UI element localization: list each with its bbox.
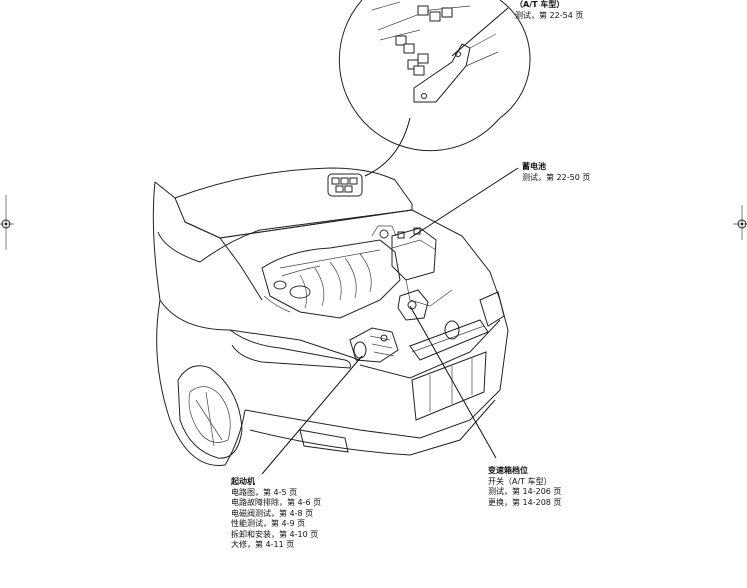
range-switch-label: 变速箱档位 开关（A/T 车型） 测试，第 14-206 页 更换，第 14-2…: [488, 466, 562, 507]
car-outline: [152, 167, 509, 466]
starter-motor: [349, 327, 399, 363]
battery-label: 蓄电池 测试，第 22-50 页: [522, 162, 591, 182]
fuse-box-magnifier: [338, 0, 531, 152]
relay-block: [395, 5, 453, 76]
fuse-box-small: [327, 173, 363, 197]
starter-label: 起动机 电路图，第 4-5 页 电路故障排除，第 4-6 页 电磁阀测试，第 4…: [231, 477, 322, 549]
leader-fuse-box: [451, 7, 509, 57]
leader-starter: [261, 355, 363, 475]
engine: [261, 225, 401, 319]
fuse-box-label: （A/T 车型） 测试，第 22-54 页: [515, 0, 584, 20]
transmission-range-switch: [397, 289, 429, 321]
leader-battery: [409, 167, 519, 239]
grille: [409, 319, 489, 421]
registration-mark-left: [0, 195, 14, 250]
registration-mark-right: [733, 205, 747, 240]
leader-range-switch: [409, 305, 497, 459]
